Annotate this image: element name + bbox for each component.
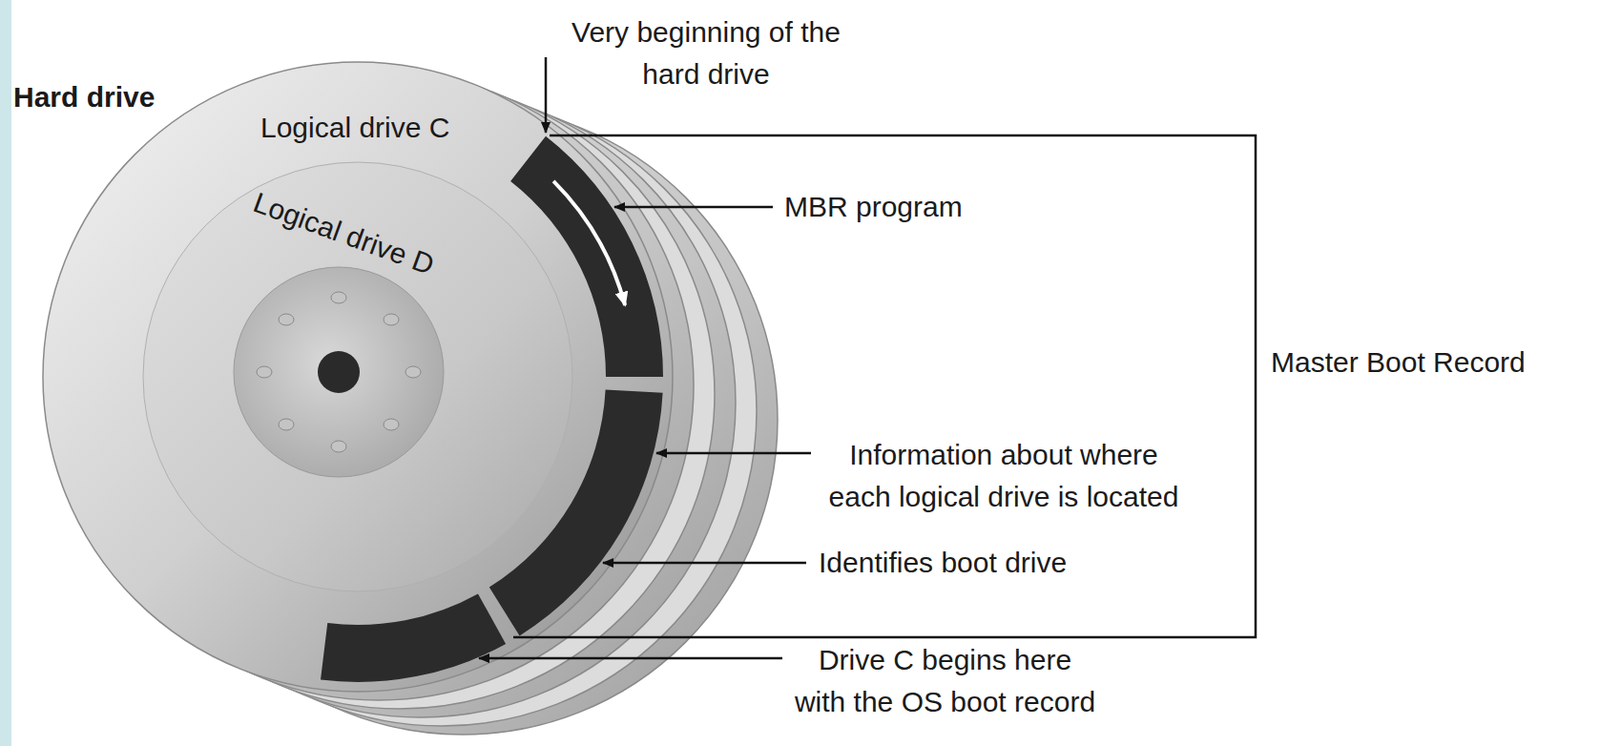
front-platter (42, 62, 673, 692)
partition-table-segment (489, 390, 664, 637)
spindle (317, 351, 360, 394)
hub (233, 267, 444, 478)
inner-region (143, 162, 573, 592)
screw-holes (256, 291, 421, 453)
edge-strip (0, 0, 12, 746)
leader-arrow (656, 452, 811, 456)
callout-text: Identifies boot drive (818, 543, 1067, 582)
rotation-arrow (553, 181, 625, 306)
mbr-program-segment (510, 136, 664, 377)
callout-text: Very beginning of the hard drive (553, 11, 859, 96)
callout-text: Drive C begins here with the OS boot rec… (791, 639, 1099, 724)
bracket-label: Master Boot Record (1270, 343, 1526, 382)
region-label: Logical drive C (260, 108, 450, 147)
callout-text: MBR program (784, 187, 963, 227)
leader-arrow (544, 57, 548, 133)
leader-arrow (614, 206, 773, 209)
bracket (513, 135, 1256, 638)
leader-arrow (478, 657, 783, 661)
leader-arrow (602, 561, 807, 565)
os-boot-record-segment (320, 593, 506, 683)
figure-title: Hard drive (13, 78, 155, 117)
callout-text: Information about where each logical dri… (822, 434, 1185, 519)
